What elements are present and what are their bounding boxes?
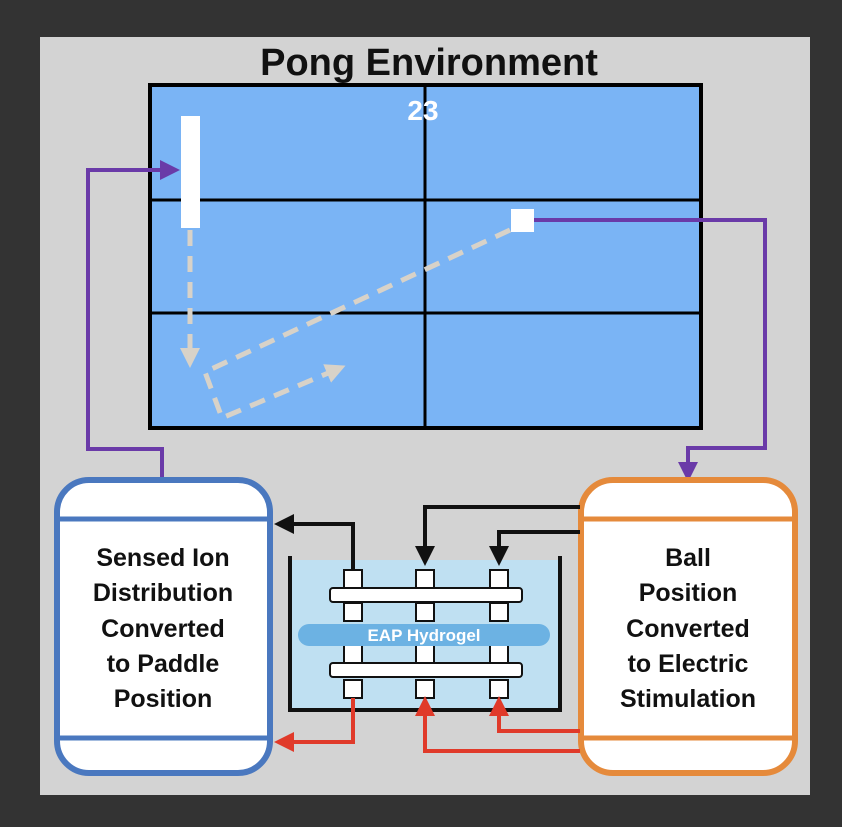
stim-box-line-5: Stimulation — [620, 685, 756, 713]
pong-field — [148, 83, 703, 430]
stim-box-line-4: to Electric — [628, 650, 749, 678]
ball — [511, 209, 534, 232]
sense-box-line-1: Sensed Ion — [96, 544, 229, 572]
paddle — [181, 116, 200, 228]
diagram-title: Pong Environment — [260, 42, 598, 84]
hydrogel-strip — [298, 624, 550, 646]
hydrogel-label: EAP Hydrogel — [367, 626, 480, 645]
stim-box-line-1: Ball — [665, 544, 711, 572]
ball-trajectory — [180, 227, 512, 422]
red-arrows — [274, 696, 580, 753]
stim-box-line-3: Converted — [626, 615, 750, 643]
arrow-ball-to-stim — [534, 218, 767, 482]
sense-box-line-2: Distribution — [93, 579, 233, 607]
stim-box-line-2: Position — [639, 579, 738, 607]
arrow-sense-to-paddle — [86, 160, 180, 478]
black-arrows — [274, 505, 580, 570]
sense-box-line-4: to Paddle — [107, 650, 220, 678]
sense-box — [54, 477, 273, 776]
stim-box — [578, 477, 798, 776]
sense-box-line-3: Converted — [101, 615, 225, 643]
sense-box-line-5: Position — [114, 685, 213, 713]
score-label: 23 — [407, 95, 438, 126]
